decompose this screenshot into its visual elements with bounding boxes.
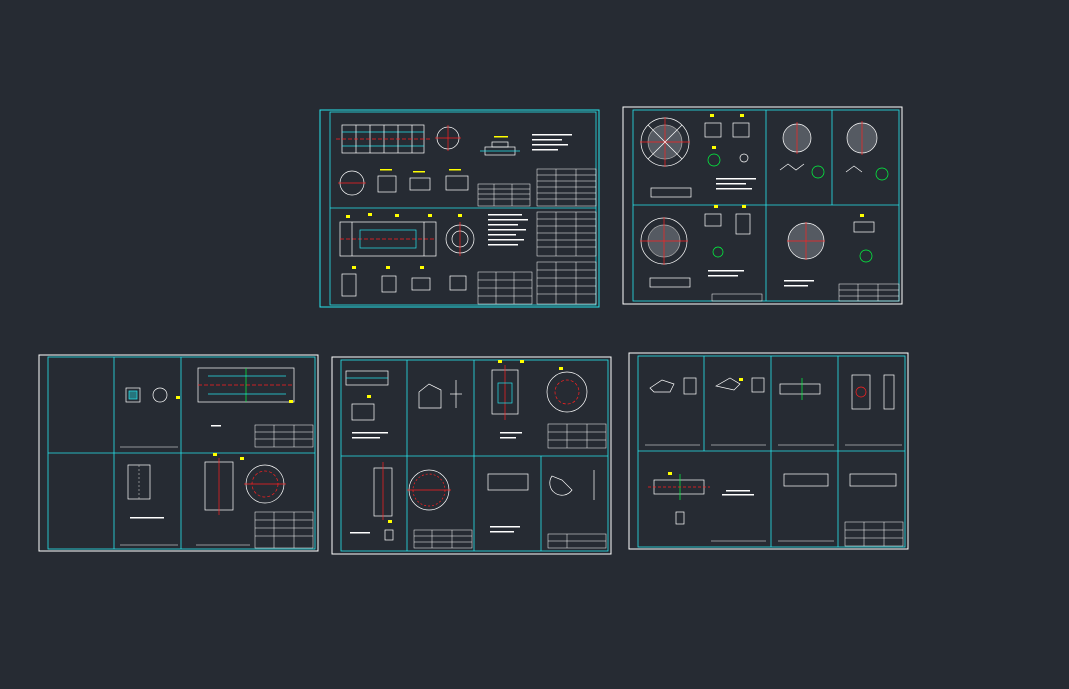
sheet-inner-frame: [329, 111, 597, 306]
sheet-border: [319, 109, 600, 308]
nozzle-part-notes: [668, 378, 754, 496]
channel-part-notes: [350, 360, 563, 534]
shell-part-markers: [130, 396, 293, 519]
tubesheet-view-1-notes: [710, 114, 756, 190]
sheet-border: [628, 352, 909, 550]
tubesheet-view-2: [779, 121, 889, 181]
title-block: [120, 424, 314, 549]
sheet-border: [331, 356, 612, 555]
assembly-view-lower-markers: [346, 213, 462, 269]
assembly-view-lower-notes: [488, 214, 528, 246]
sheet-border: [622, 106, 903, 305]
sheet-inner-frame: [637, 355, 906, 548]
tubesheet-view-3: [640, 213, 875, 288]
title-block: [711, 283, 900, 302]
sheet-heat-exchanger-assembly[interactable]: [319, 109, 600, 308]
assembly-view-upper: [336, 124, 520, 196]
sheet-nozzle-parts[interactable]: [628, 352, 909, 550]
assembly-view-lower: [339, 221, 475, 297]
tubesheet-view-1: [640, 117, 750, 198]
channel-part-views: [345, 365, 595, 541]
sheet-dividers: [341, 360, 608, 551]
title-block-lower: [477, 211, 597, 305]
sheet-dividers: [638, 356, 905, 547]
tubesheet-view-3-notes: [708, 205, 864, 287]
sheet-dividers: [48, 357, 315, 549]
shell-part-views: [125, 367, 295, 515]
sheet-dividers: [633, 110, 899, 301]
assembly-view-upper-notes: [380, 134, 572, 173]
sheet-border: [38, 354, 319, 552]
sheet-tubesheet-details[interactable]: [622, 106, 903, 305]
title-block: [645, 444, 904, 547]
sheet-shell-parts[interactable]: [38, 354, 319, 552]
title-block: [413, 423, 607, 549]
sheet-inner-frame: [340, 359, 609, 552]
nozzle-part-views: [648, 374, 897, 525]
title-block-upper: [477, 168, 597, 207]
sheet-channel-parts[interactable]: [331, 356, 612, 555]
